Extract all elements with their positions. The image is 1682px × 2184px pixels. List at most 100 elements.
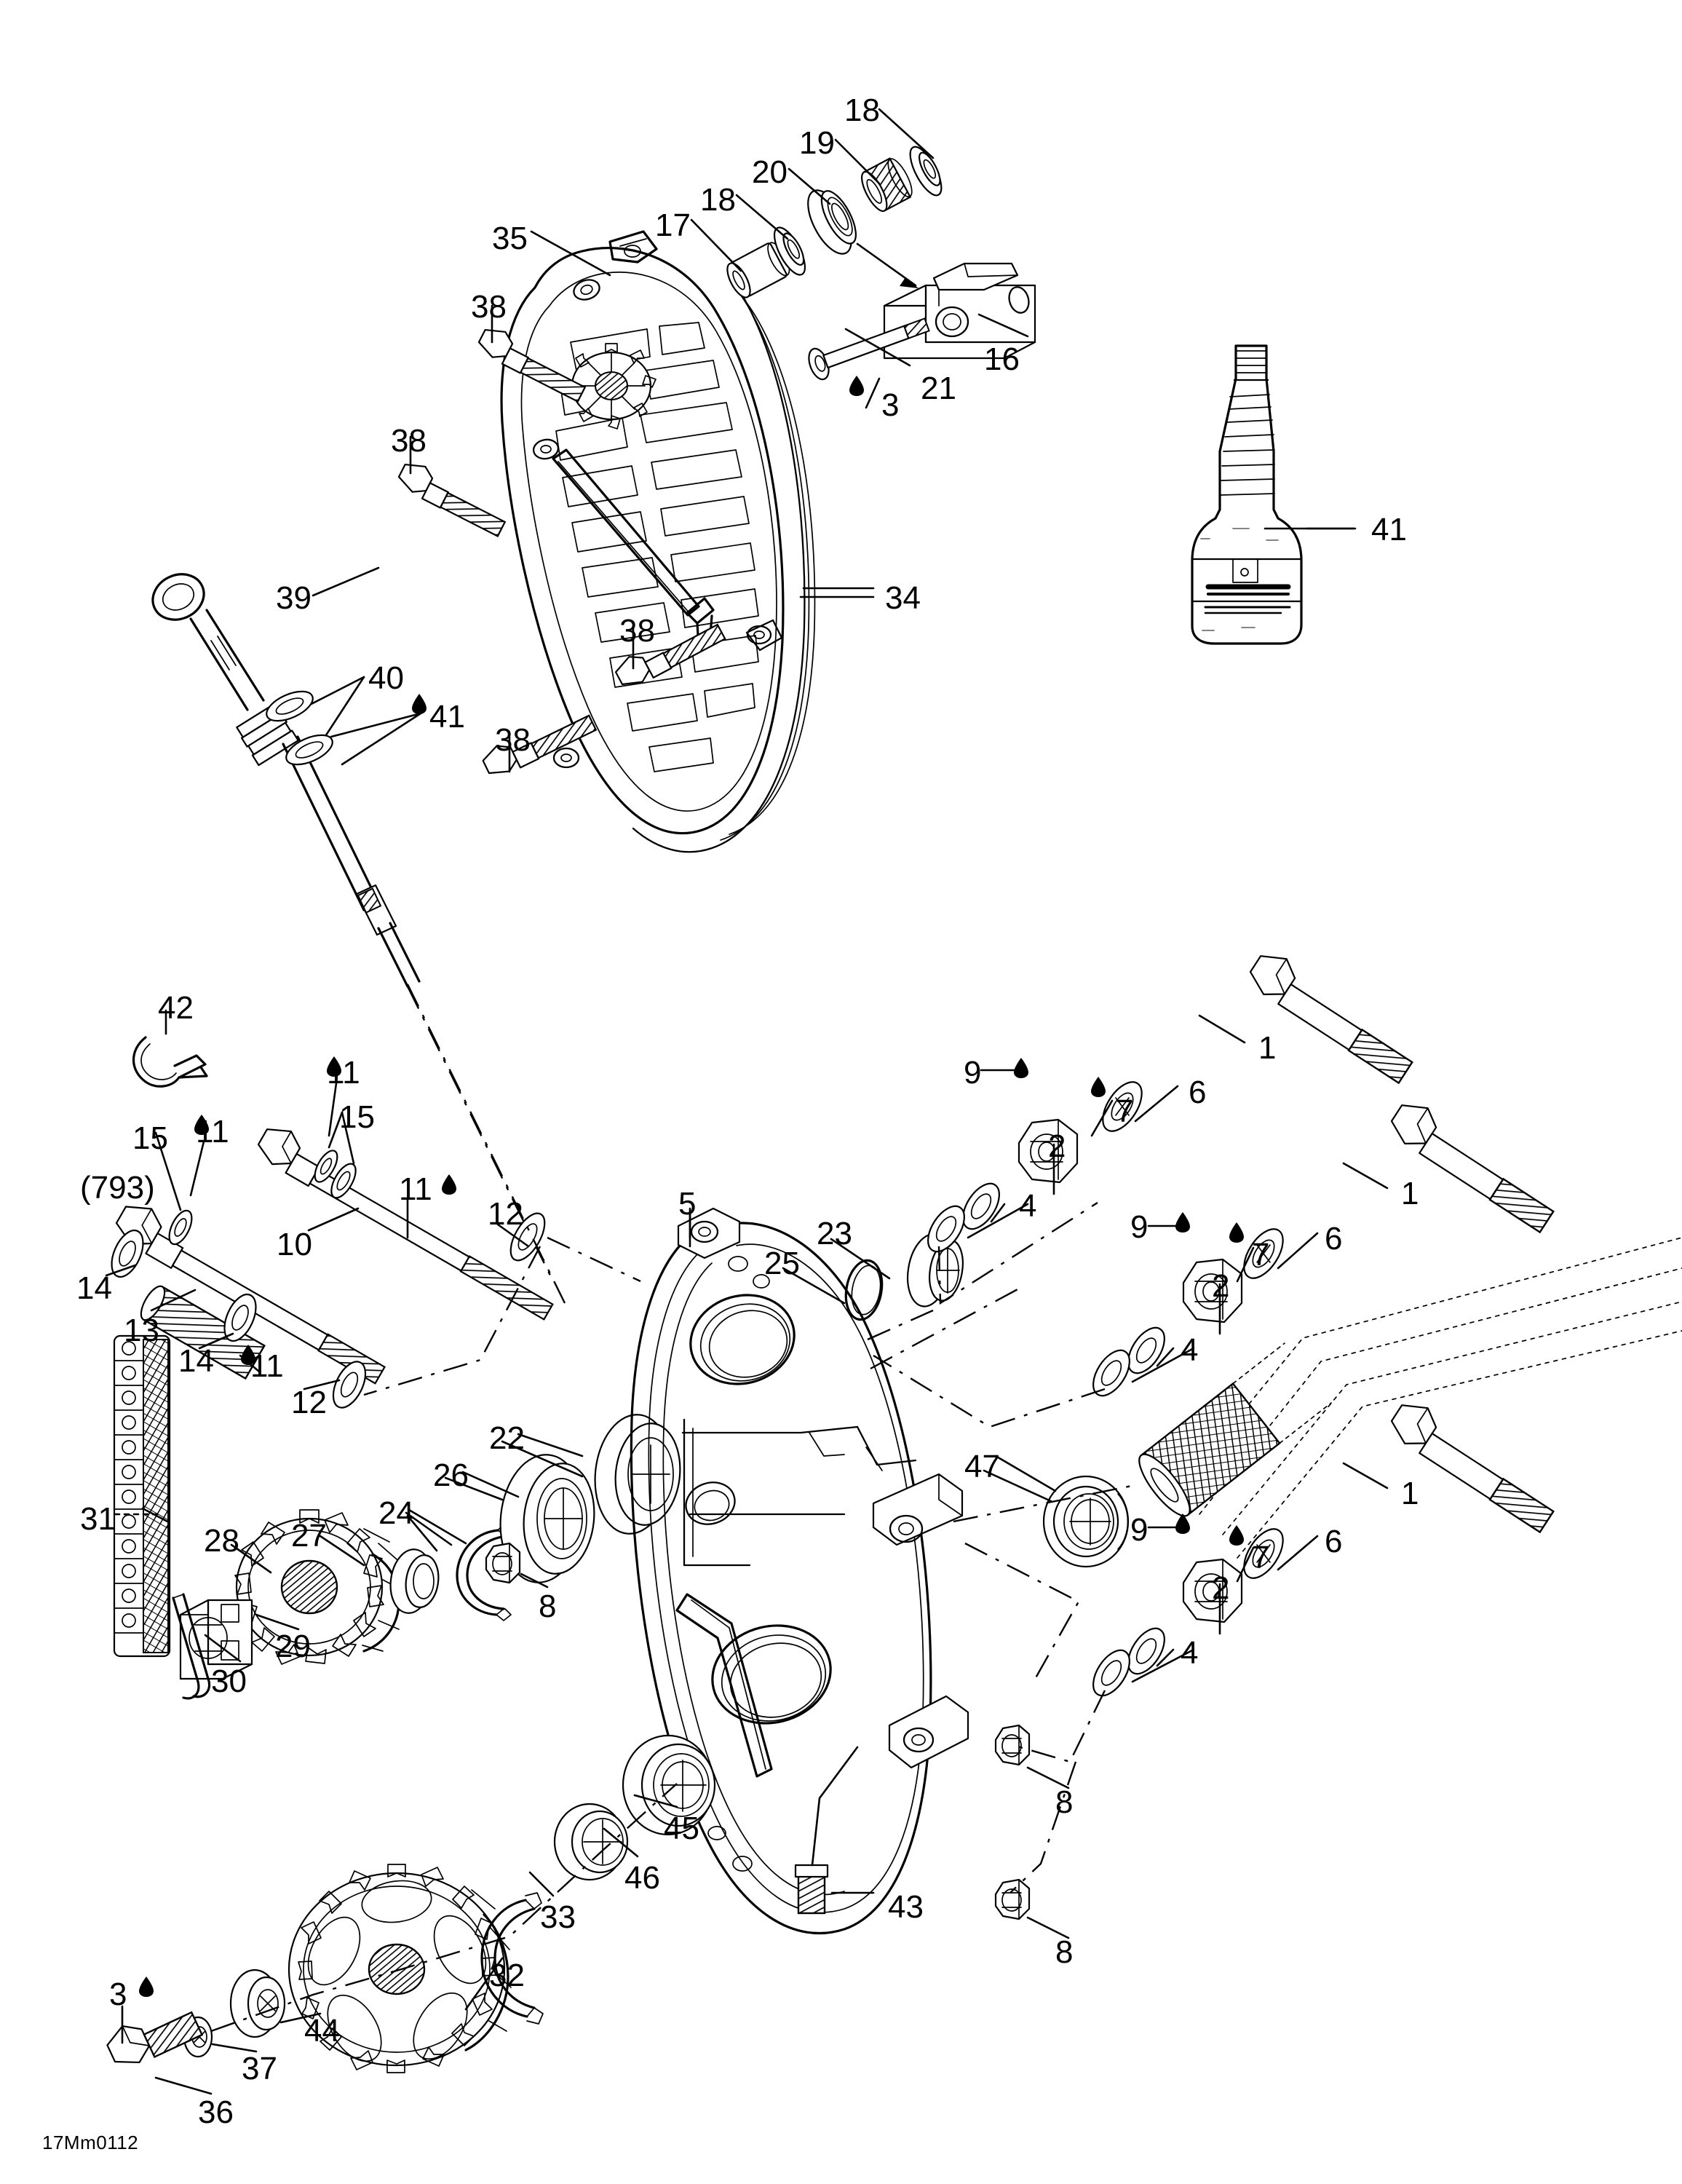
collar-44 bbox=[229, 1969, 286, 2038]
callout-8-63: 8 bbox=[1055, 1784, 1074, 1820]
callout-38-17: 38 bbox=[495, 722, 531, 758]
oil-drop-icon bbox=[1175, 1212, 1190, 1233]
callout-21-8: 21 bbox=[921, 371, 956, 406]
callout-2-58: 2 bbox=[1212, 1570, 1230, 1606]
o-ring-25 bbox=[844, 1259, 884, 1321]
callout-34-12: 34 bbox=[885, 580, 921, 616]
callout-39-13: 39 bbox=[276, 580, 312, 616]
callout-22-47: 22 bbox=[489, 1420, 525, 1456]
bushing-23 bbox=[906, 1233, 964, 1307]
callout-44-71: 44 bbox=[304, 2013, 340, 2049]
washer-37 bbox=[183, 2016, 213, 2058]
callout-19-1: 19 bbox=[799, 125, 835, 161]
callout-23-37: 23 bbox=[817, 1216, 852, 1251]
callout-1-28: 1 bbox=[1401, 1176, 1419, 1211]
callout-25-38: 25 bbox=[764, 1246, 800, 1281]
callout-27-55: 27 bbox=[291, 1518, 327, 1554]
spacer-46 bbox=[553, 1803, 629, 1881]
callout-15-23: 15 bbox=[339, 1099, 375, 1135]
callout-41-11: 41 bbox=[1371, 512, 1407, 547]
callout-11-21: 11 bbox=[327, 1055, 360, 1091]
callout-2-27: 2 bbox=[1048, 1128, 1066, 1164]
oil-plug-43 bbox=[794, 1746, 875, 1915]
callout-10-34: 10 bbox=[277, 1227, 312, 1262]
callout-43-67: 43 bbox=[888, 1889, 924, 1925]
chaincase-cover bbox=[500, 230, 816, 853]
callout-17-4: 17 bbox=[655, 207, 691, 243]
callout-11-25: 11 bbox=[196, 1114, 229, 1150]
callout-12-31: 12 bbox=[488, 1196, 523, 1232]
callout-8-68: 8 bbox=[1055, 1934, 1074, 1970]
callout-30-62: 30 bbox=[211, 1663, 247, 1699]
callout-18-3: 18 bbox=[700, 182, 736, 218]
callout-38-10: 38 bbox=[391, 423, 427, 459]
callout-6-22: 6 bbox=[1189, 1075, 1207, 1110]
flange-nuts-8 bbox=[485, 1542, 1031, 1920]
callout-18-0: 18 bbox=[844, 92, 880, 128]
oil-drop-icon bbox=[194, 1115, 209, 1135]
callout-9-35: 9 bbox=[1130, 1209, 1149, 1245]
callout-38-6: 38 bbox=[471, 289, 507, 325]
bolt-stack-b bbox=[873, 1104, 1555, 1428]
callout-14-40: 14 bbox=[76, 1270, 112, 1306]
callout-13-42: 13 bbox=[124, 1313, 159, 1348]
callout-3-70: 3 bbox=[109, 1977, 127, 2012]
leader-lines-upper bbox=[303, 108, 1355, 773]
oil-drop-icon bbox=[412, 694, 427, 714]
callout-7-24: 7 bbox=[1116, 1093, 1134, 1129]
oil-drop-icon bbox=[139, 1977, 154, 1997]
callout-28-56: 28 bbox=[204, 1523, 239, 1559]
callout-12-46: 12 bbox=[291, 1385, 327, 1420]
callout-46-65: 46 bbox=[624, 1860, 660, 1896]
callout-41-16: 41 bbox=[429, 699, 465, 735]
callout-7-57: 7 bbox=[1252, 1540, 1270, 1575]
callout-33-66: 33 bbox=[540, 1899, 576, 1935]
gasket-40 bbox=[266, 690, 333, 766]
callout-11-30: 11 bbox=[399, 1171, 432, 1207]
callout-7-39: 7 bbox=[1252, 1237, 1270, 1273]
callout-4-43: 4 bbox=[1181, 1332, 1199, 1368]
callout-31-54: 31 bbox=[80, 1501, 116, 1537]
callout-47-49: 47 bbox=[964, 1449, 1000, 1484]
callout-11-45: 11 bbox=[250, 1348, 284, 1384]
oil-drop-icon bbox=[849, 376, 864, 396]
callout-4-33: 4 bbox=[1019, 1188, 1037, 1224]
callout-16-7: 16 bbox=[984, 341, 1020, 377]
callout-42-18: 42 bbox=[158, 990, 194, 1026]
callout-14-44: 14 bbox=[178, 1343, 214, 1379]
oil-drop-icon bbox=[1229, 1525, 1244, 1546]
drawing-code: 17Mm0112 bbox=[42, 2132, 139, 2153]
lubricant-bottle-41 bbox=[1191, 344, 1357, 645]
cover-internal-gear bbox=[566, 343, 656, 430]
callout-9-53: 9 bbox=[1130, 1512, 1149, 1548]
callout-35-5: 35 bbox=[492, 221, 528, 256]
callout-5-32: 5 bbox=[678, 1186, 697, 1222]
callout-45-64: 45 bbox=[664, 1811, 699, 1846]
bolt-stack-a bbox=[927, 955, 1413, 1305]
callout-793-29: (793) bbox=[80, 1170, 155, 1206]
callout-26-48: 26 bbox=[433, 1457, 469, 1493]
chain-31 bbox=[113, 1334, 171, 1658]
dipstick-39 bbox=[151, 573, 555, 1282]
oil-drop-icon bbox=[1229, 1222, 1244, 1243]
callout-1-50: 1 bbox=[1401, 1476, 1419, 1511]
oil-drop-icon bbox=[327, 1056, 341, 1077]
oil-drop-icon bbox=[442, 1174, 456, 1195]
bearing-22 bbox=[594, 1414, 681, 1535]
callout-1-19: 1 bbox=[1258, 1030, 1277, 1066]
oil-drop-icon bbox=[1091, 1077, 1106, 1097]
callout-36-73: 36 bbox=[198, 2094, 234, 2130]
callout-2-41: 2 bbox=[1212, 1268, 1230, 1304]
bearing-26 bbox=[499, 1454, 595, 1583]
oil-drop-icon bbox=[1175, 1514, 1190, 1534]
callout-29-61: 29 bbox=[275, 1629, 311, 1664]
callout-15-26: 15 bbox=[132, 1120, 168, 1156]
callout-6-52: 6 bbox=[1325, 1524, 1343, 1559]
leader-lines-lower bbox=[105, 1082, 1070, 2095]
callout-24-51: 24 bbox=[378, 1495, 414, 1531]
callout-6-36: 6 bbox=[1325, 1221, 1343, 1257]
callout-20-2: 20 bbox=[752, 154, 788, 190]
callout-38-14: 38 bbox=[619, 613, 655, 649]
